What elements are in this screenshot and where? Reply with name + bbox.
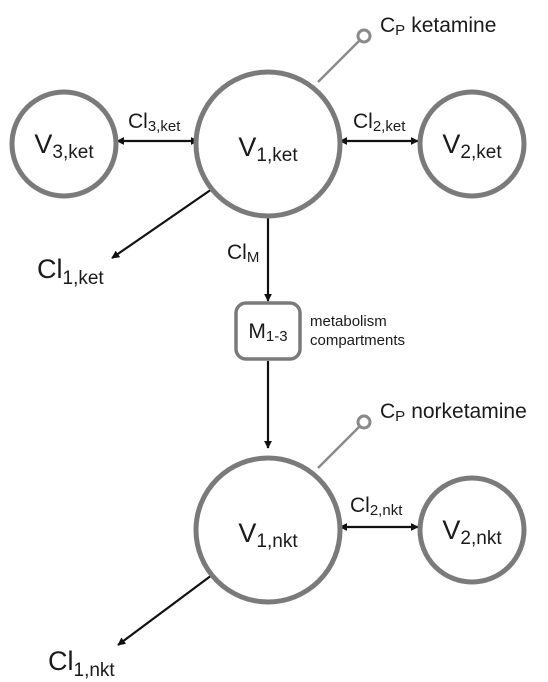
label-cl2-nkt: Cl2,nkt [350, 494, 403, 519]
metabolism-label-line2: compartments [310, 332, 405, 349]
compartment-v1-nkt: V1,nkt [193, 455, 343, 605]
arrow-cl1-ket [111, 188, 213, 259]
compartment-v2-ket: V2,ket [417, 89, 527, 199]
arrow-cl1-nkt [117, 574, 213, 646]
probe-marker-norketamine [356, 414, 372, 430]
probe-line-ketamine [317, 37, 363, 83]
compartment-v1-ket: V1,ket [193, 69, 343, 219]
probe-marker-ketamine [356, 28, 372, 44]
compartment-v3-ket-label: V3,ket [34, 129, 94, 163]
compartment-v3-ket: V3,ket [9, 89, 119, 199]
metabolism-box-label: M1-3 [248, 320, 287, 345]
compartment-v2-nkt-label: V2,nkt [442, 515, 502, 549]
label-cl2-ket: Cl2,ket [353, 110, 406, 135]
probe-line-norketamine [317, 423, 363, 469]
probe-norketamine [317, 414, 372, 469]
compartment-v1-nkt-label: V1,nkt [238, 518, 298, 552]
label-cl3-ket: Cl3,ket [128, 110, 181, 135]
compartment-v1-ket-label: V1,ket [238, 132, 298, 166]
label-clm: ClM [227, 241, 259, 266]
label-cl1-ket: Cl1,ket [37, 254, 104, 289]
probe-ketamine [317, 28, 372, 83]
metabolism-label-line1: metabolism [310, 313, 387, 330]
label-cl1-nkt: Cl1,nkt [48, 646, 115, 681]
compartment-v2-nkt: V2,nkt [417, 475, 527, 585]
compartment-v2-ket-label: V2,ket [442, 129, 502, 163]
metabolism-box: M1-3 [234, 301, 302, 361]
